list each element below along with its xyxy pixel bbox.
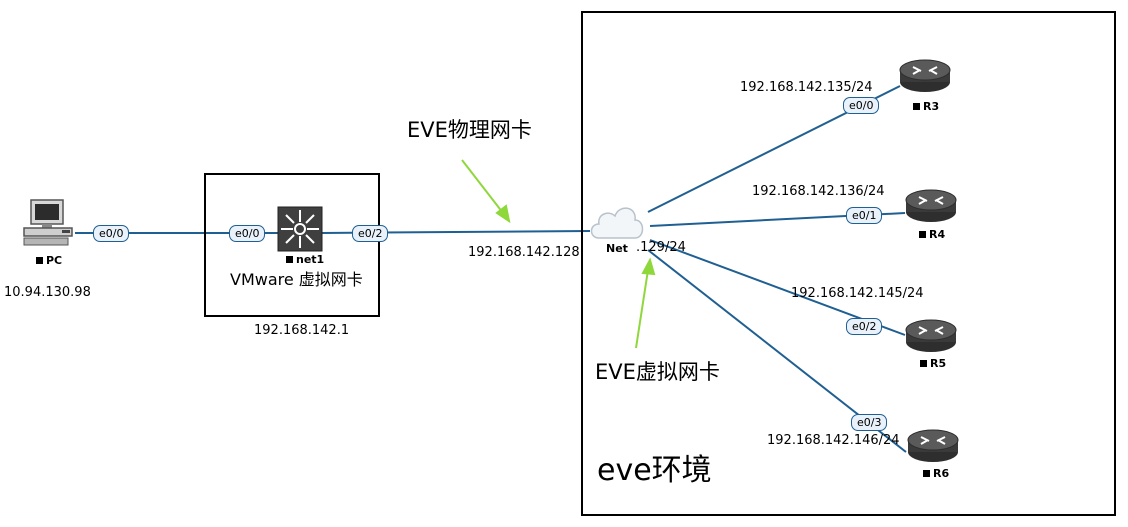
port-r4-e0-1[interactable]: e0/1 <box>846 207 883 224</box>
vmware-ip: 192.168.142.1 <box>254 323 350 338</box>
port-pc-e0-0[interactable]: e0/0 <box>93 225 130 242</box>
port-r6-e0-3[interactable]: e0/3 <box>851 414 888 431</box>
r3-ip: 192.168.142.135/24 <box>740 80 873 95</box>
r4-ip: 192.168.142.136/24 <box>752 184 885 199</box>
r6-label: R6 <box>923 467 949 480</box>
cloud-ip-suffix: .129/24 <box>636 240 686 255</box>
router-icon[interactable] <box>898 58 952 94</box>
eve-physical-nic-annotation: EVE物理网卡 <box>407 118 532 142</box>
switch-label: net1 <box>286 253 324 266</box>
l3-switch-icon[interactable] <box>277 206 323 252</box>
eve-environment-label: eve环境 <box>597 453 712 488</box>
r3-label: R3 <box>913 100 939 113</box>
router-icon[interactable] <box>904 188 958 224</box>
router-icon[interactable] <box>904 318 958 354</box>
port-r3-e0-0[interactable]: e0/0 <box>843 97 880 114</box>
cloud-icon[interactable] <box>587 200 647 242</box>
link-ip-label: 192.168.142.128 <box>468 245 580 260</box>
r5-ip: 192.168.142.145/24 <box>791 286 924 301</box>
vmware-nic-caption: VMware 虚拟网卡 <box>230 270 363 289</box>
port-r5-e0-2[interactable]: e0/2 <box>846 318 883 335</box>
pc-ip: 10.94.130.98 <box>4 285 91 300</box>
eve-virtual-nic-annotation: EVE虚拟网卡 <box>595 360 720 384</box>
vmware-host-frame <box>204 173 380 317</box>
port-switch-e0-2[interactable]: e0/2 <box>352 225 389 242</box>
arrow-virtual <box>635 269 649 349</box>
pc-label: PC <box>36 254 62 267</box>
arrowhead-physical-icon <box>495 204 511 224</box>
r4-label: R4 <box>919 228 945 241</box>
arrowhead-virtual-icon <box>641 257 656 276</box>
desktop-pc-icon[interactable] <box>22 198 78 250</box>
r5-label: R5 <box>920 357 946 370</box>
r6-ip: 192.168.142.146/24 <box>767 433 900 448</box>
port-switch-e0-0[interactable]: e0/0 <box>229 225 266 242</box>
arrow-physical <box>461 159 504 214</box>
router-icon[interactable] <box>906 428 960 464</box>
cloud-label: Net <box>606 242 628 255</box>
eve-environment-frame <box>581 11 1116 516</box>
